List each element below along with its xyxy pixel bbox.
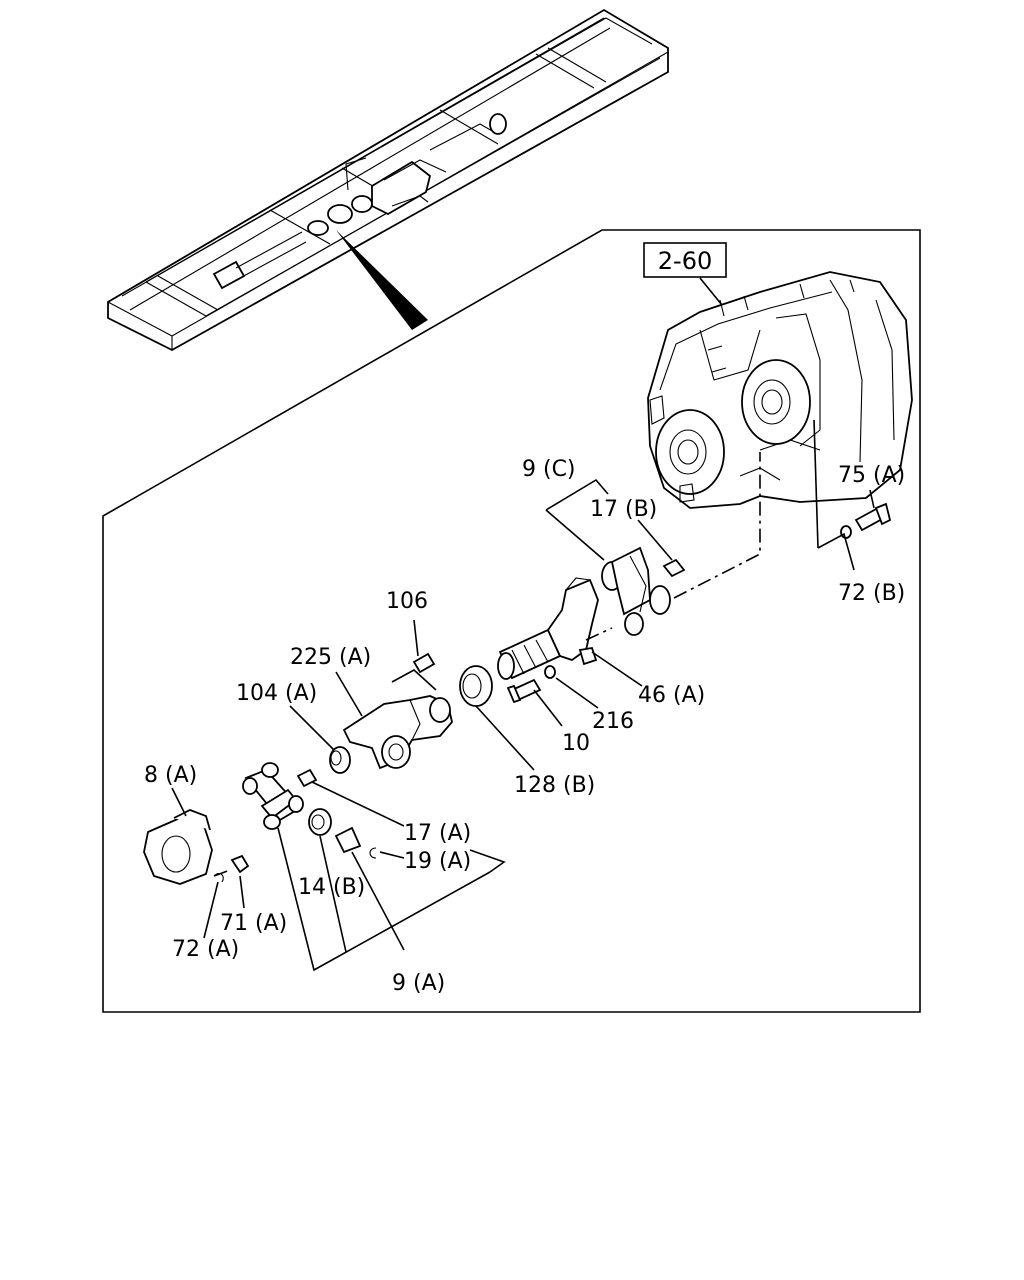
callout-14b: 14 (B) (298, 875, 365, 900)
grease-nipple-b (662, 558, 686, 578)
bearing-cup-14b (308, 808, 332, 836)
callout-17a: 17 (A) (404, 821, 471, 846)
nut-71a (230, 854, 250, 874)
callout-19a: 19 (A) (404, 849, 471, 874)
callout-9c: 9 (C) (522, 457, 576, 482)
callout-216: 216 (592, 709, 634, 734)
reference-box: 2-60 (643, 242, 727, 278)
detail-border (102, 229, 921, 1013)
slip-yoke (497, 577, 599, 680)
grease-nipple-106 (412, 652, 436, 674)
leader-lines (171, 419, 875, 972)
grease-nipple-a (296, 768, 318, 788)
yoke-225a (342, 695, 453, 770)
flange-yoke (143, 809, 213, 885)
callout-10: 10 (562, 731, 590, 756)
callout-46a: 46 (A) (638, 683, 705, 708)
callout-104a: 104 (A) (236, 681, 317, 706)
snap-ring-19a (369, 847, 377, 859)
callout-106: 106 (386, 589, 428, 614)
callout-9a: 9 (A) (392, 971, 445, 996)
universal-joint-c (601, 546, 671, 636)
seal-128b (459, 665, 493, 707)
washer-72b (840, 525, 852, 539)
callout-128b: 128 (B) (514, 773, 595, 798)
cap-104a (329, 746, 351, 774)
callout-labels: 9 (C) 17 (B) 75 (A) 72 (B) 106 225 (A) 1… (144, 457, 905, 996)
chassis-frame (107, 8, 669, 352)
reference-box-text: 2-60 (658, 247, 712, 275)
callout-72a: 72 (A) (172, 937, 239, 962)
washer-216 (544, 665, 556, 679)
centre-line (673, 452, 761, 599)
transfer-case (647, 271, 913, 509)
callout-17b: 17 (B) (590, 497, 657, 522)
callout-72b: 72 (B) (838, 581, 905, 606)
bearing-cup-19a (334, 826, 362, 854)
detail-pointer (336, 230, 428, 330)
callout-8a: 8 (A) (144, 763, 197, 788)
callout-71a: 71 (A) (220, 911, 287, 936)
universal-joint-spider (242, 762, 304, 830)
callout-225a: 225 (A) (290, 645, 371, 670)
callout-75a: 75 (A) (838, 463, 905, 488)
